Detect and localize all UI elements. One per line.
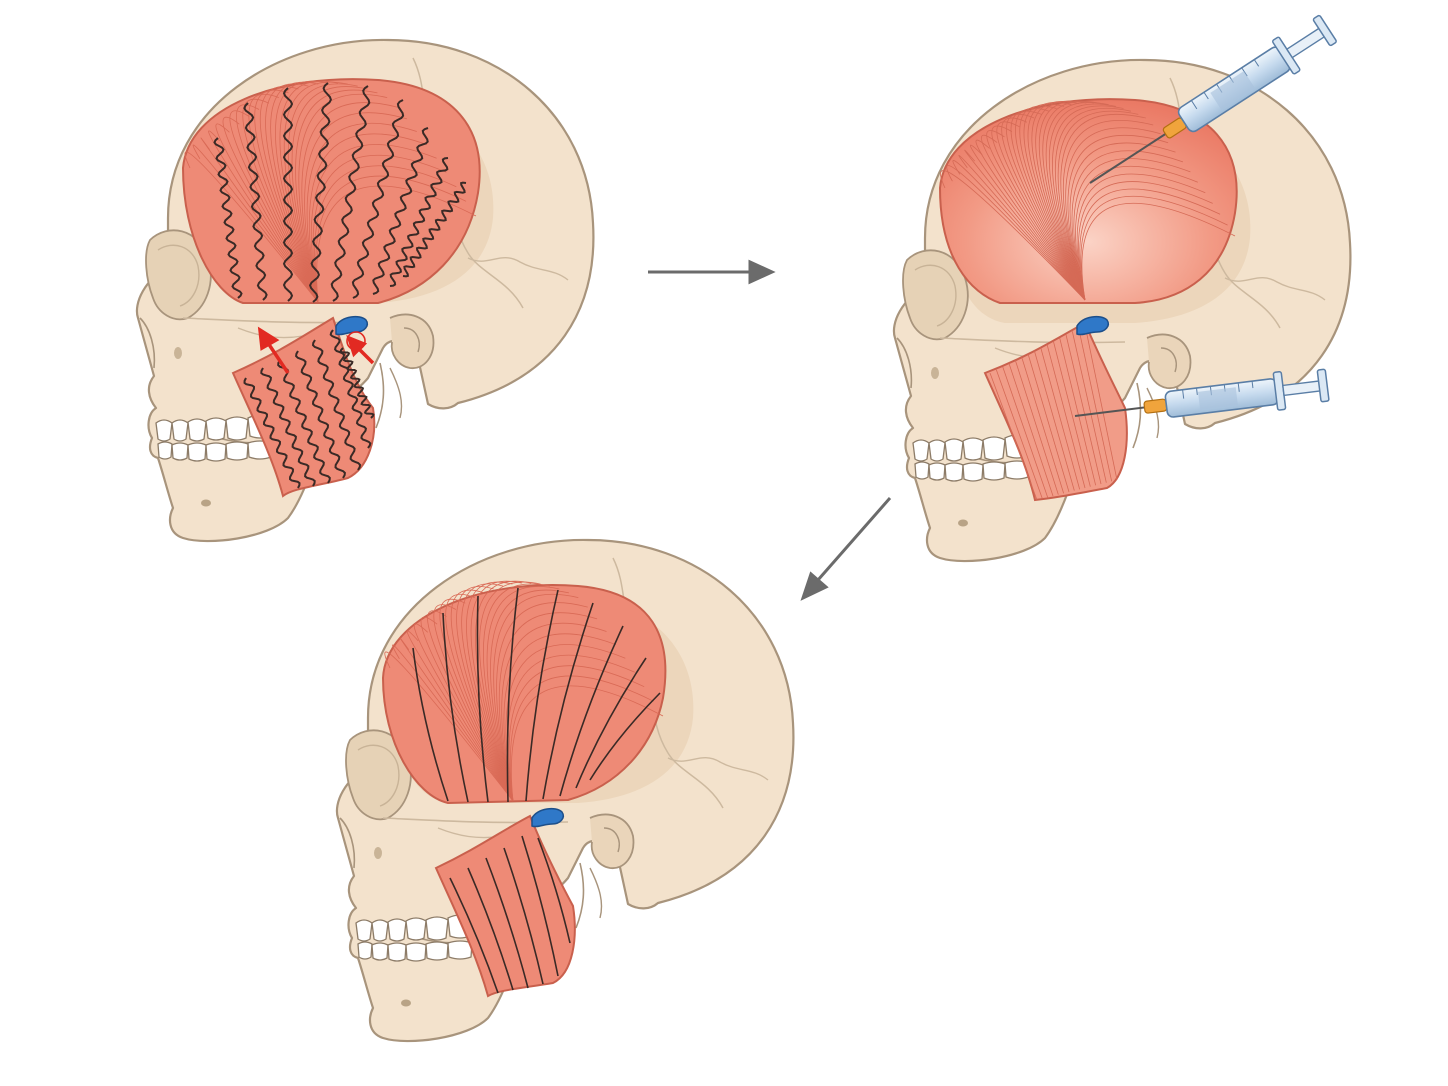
panel-injection <box>894 12 1350 562</box>
flow-arrow-icon <box>648 262 772 282</box>
panel-after <box>337 540 793 1041</box>
panel-before <box>137 40 593 541</box>
flow-arrow-icon <box>803 498 890 598</box>
